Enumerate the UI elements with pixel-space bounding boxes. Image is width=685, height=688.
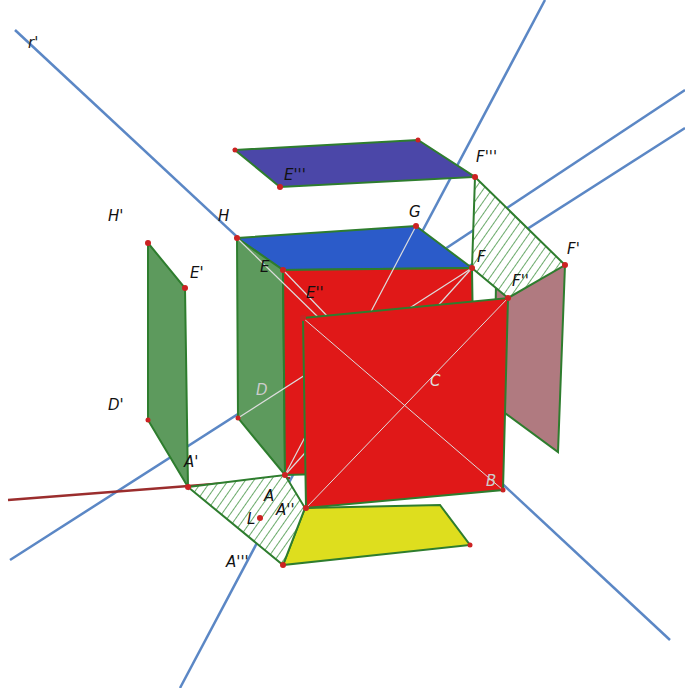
point-label: A''': [226, 555, 249, 570]
point-label: A'': [276, 503, 295, 518]
point-label: D: [256, 383, 268, 398]
point-label: A': [184, 455, 198, 470]
point-label: H': [108, 209, 123, 224]
point-label: r': [28, 36, 38, 51]
point-label: E': [190, 266, 204, 281]
point-label: H: [218, 209, 229, 224]
point-label: E: [260, 260, 269, 275]
point-label: D': [108, 398, 124, 413]
point-label: F'': [512, 274, 529, 289]
point-label: E'': [306, 286, 324, 301]
point-label: C: [430, 374, 440, 389]
point-label: F': [567, 242, 580, 257]
point-label: L: [247, 512, 255, 527]
point-label: B: [486, 474, 496, 489]
point-label: G: [409, 205, 421, 220]
point-label: E''': [284, 168, 306, 183]
point-label: F''': [476, 150, 497, 165]
point-label: F: [477, 250, 486, 265]
point-label: A: [264, 489, 274, 504]
